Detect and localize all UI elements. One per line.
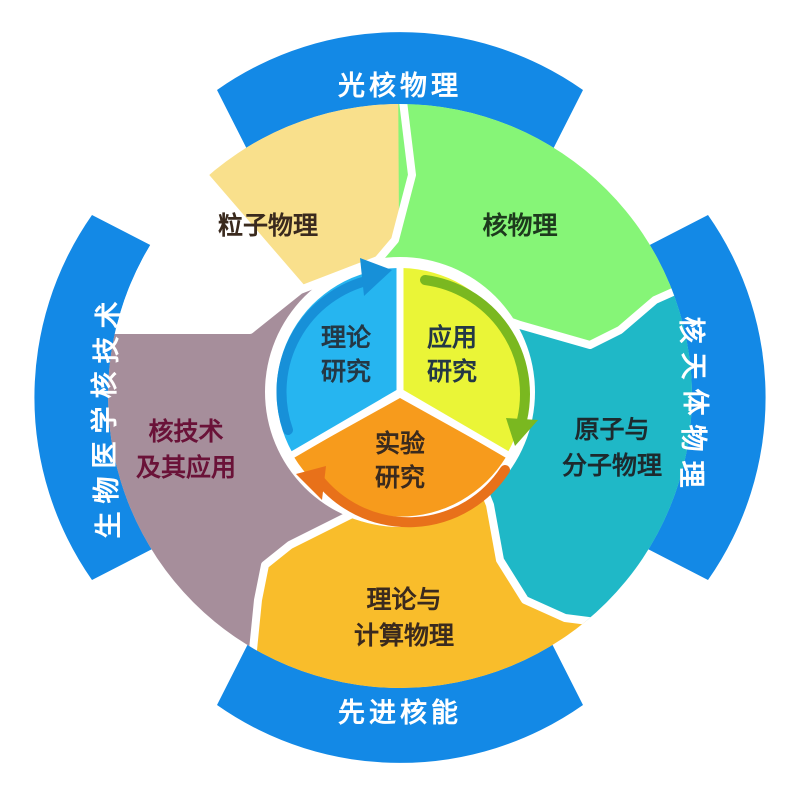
label-atomic-line2: 分子物理 <box>562 451 662 480</box>
label-applied-line1: 应用 <box>427 323 477 352</box>
arrow-experiment-to-theory <box>313 465 510 528</box>
center-labels: 理论 研究 应用 研究 实验 研究 <box>321 323 477 492</box>
ring-label-left-char: 核 <box>89 372 121 399</box>
ring-label-left-char: 生 <box>94 512 125 539</box>
ring-label-right: 核 天 体 物 理 <box>675 317 710 488</box>
center-core <box>265 257 538 528</box>
arrow-head-orange <box>296 466 326 500</box>
ring-label-left-char: 医 <box>90 442 121 469</box>
label-theory-comp-line2: 计算物理 <box>354 621 454 650</box>
label-experiment-line1: 实验 <box>375 429 425 458</box>
arrow-head-blue <box>360 258 392 296</box>
center-experiment <box>294 398 506 517</box>
arrow-head-green <box>506 418 538 446</box>
ring-label-left-char: 学 <box>89 407 121 434</box>
ring-label-bottom: 先进核能 <box>338 697 462 729</box>
label-nuc-tech-line2: 及其应用 <box>136 453 236 482</box>
label-theory-line2: 研究 <box>321 357 371 386</box>
label-applied-line2: 研究 <box>427 357 477 386</box>
ring-label-left-char: 技 <box>92 337 123 364</box>
outer-ring-labels: 光核物理 先进核能 核 天 体 物 理 生 物 医 学 核 技 术 <box>89 70 710 729</box>
label-nuclear: 核物理 <box>482 211 557 240</box>
ring-label-right-char: 核 <box>675 317 707 344</box>
ring-label-right-char: 物 <box>677 425 708 452</box>
label-theory-comp-line1: 理论与 <box>366 585 441 614</box>
segment-labels: 粒子物理 核物理 原子与 分子物理 理论与 计算物理 核技术 及其应用 <box>136 211 662 650</box>
cycle-arrows <box>276 258 538 528</box>
ring-label-left: 生 物 医 学 核 技 术 <box>89 302 125 539</box>
ring-label-right-char: 理 <box>675 461 706 488</box>
ring-label-left-char: 术 <box>94 302 125 329</box>
label-particle: 粒子物理 <box>218 211 318 240</box>
center-separators <box>290 262 510 459</box>
ring-label-left-char: 物 <box>92 477 123 504</box>
label-experiment-line2: 研究 <box>375 463 425 492</box>
arrow-applied-to-experiment <box>420 275 530 425</box>
label-theory-line1: 理论 <box>321 323 372 352</box>
label-atomic-line1: 原子与 <box>574 415 649 444</box>
ring-label-top: 光核物理 <box>337 70 462 102</box>
ring-label-right-char: 天 <box>677 353 708 380</box>
arrow-theory-to-applied <box>276 275 375 435</box>
ring-label-right-char: 体 <box>679 389 710 417</box>
label-nuc-tech-line1: 核技术 <box>148 417 223 446</box>
